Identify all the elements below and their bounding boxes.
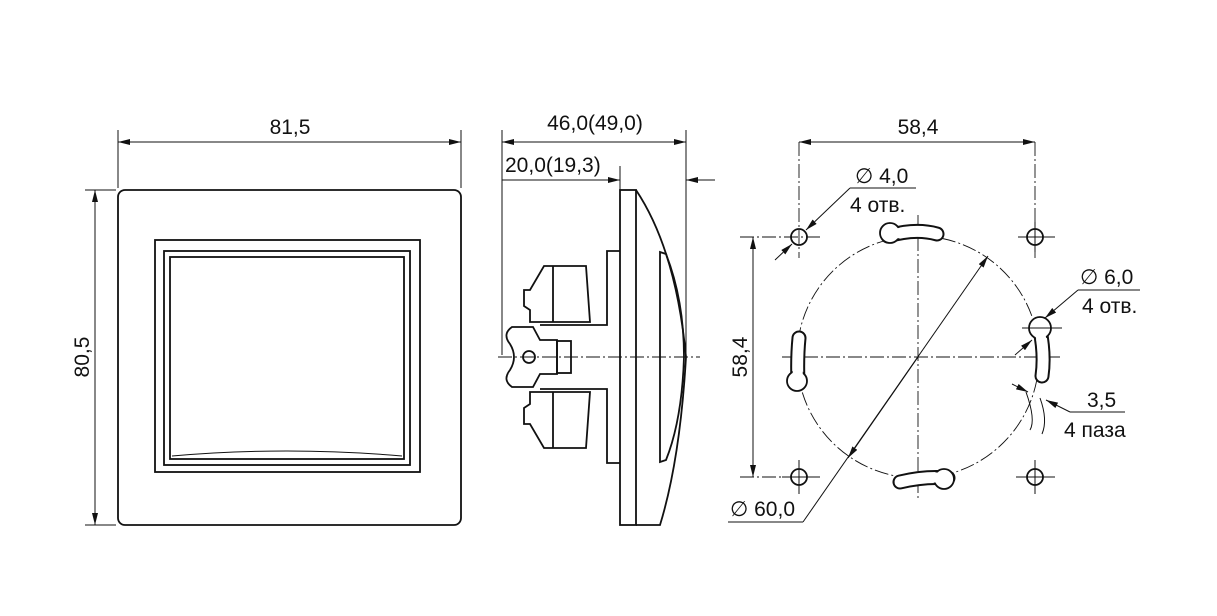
small-hole (790, 468, 808, 486)
slot-count: 4 паза (1064, 419, 1126, 442)
small-hole-dia: ∅ 4,0 (855, 165, 908, 188)
height-dim: 80,5 (71, 337, 94, 378)
slot-width: 3,5 (1087, 389, 1116, 412)
large-hole-dia: ∅ 6,0 (1080, 266, 1133, 289)
width-dim: 81,5 (270, 116, 311, 139)
small-hole (1026, 228, 1044, 246)
outer-frame (117, 189, 462, 526)
key-frame (163, 250, 411, 466)
side-view: 46,0(49,0) 20,0(19,3) (498, 112, 715, 526)
hole-spacing-v: 58,4 (729, 336, 752, 377)
rocker-key (169, 256, 405, 460)
small-hole (790, 228, 808, 246)
frame-plate (619, 189, 637, 526)
front-view: 81,5 80,5 (71, 116, 462, 526)
inner-frame (154, 239, 421, 473)
hole-spacing-h: 58,4 (898, 116, 939, 139)
circle-dia: ∅ 60,0 (730, 498, 795, 521)
mechanism-bottom (523, 391, 591, 449)
mount-dim: 20,0(19,3) (505, 154, 601, 177)
keyhole-slots (786, 222, 1062, 490)
small-hole-count: 4 отв. (850, 194, 905, 217)
support-plate (540, 250, 620, 464)
mounting-view: 58,4 58,4 ∅ 4,0 4 отв. ∅ 6,0 4 отв. 3,5 … (728, 116, 1140, 523)
terminal (505, 326, 558, 388)
small-hole (1026, 468, 1044, 486)
cover (635, 189, 687, 526)
large-hole-count: 4 отв. (1082, 295, 1137, 318)
depth-dim: 46,0(49,0) (547, 112, 643, 135)
key-edge (171, 450, 403, 457)
mechanism-top (523, 265, 591, 323)
